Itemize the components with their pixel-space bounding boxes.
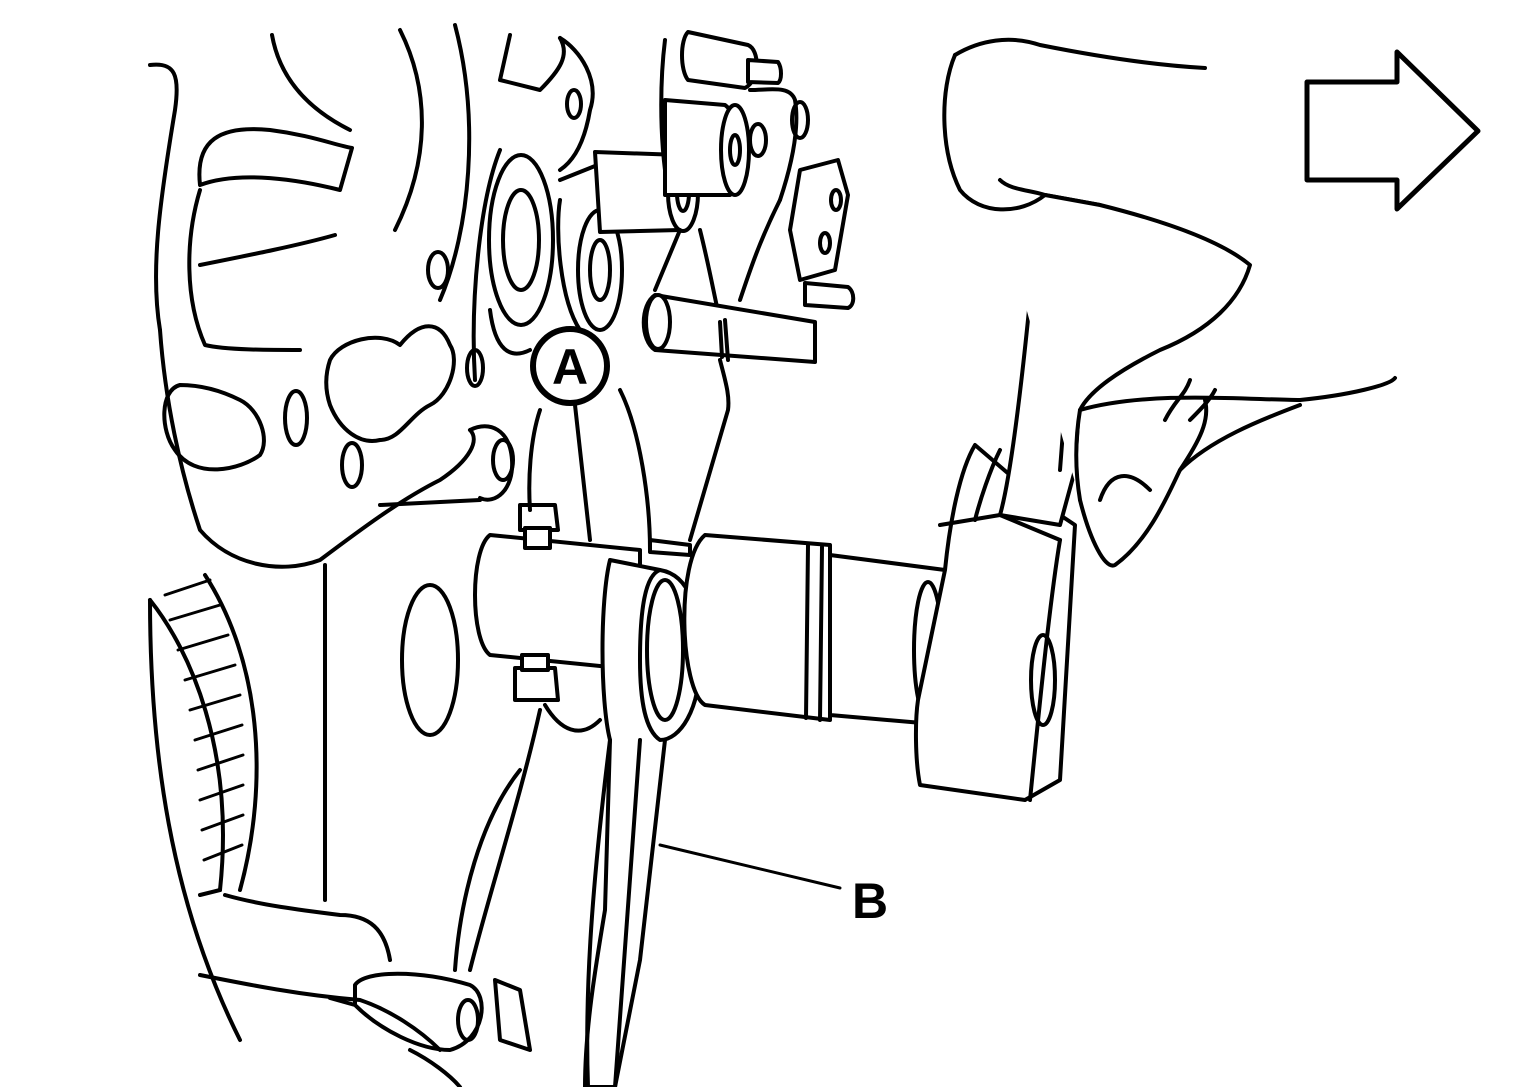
callout-b-label: B xyxy=(852,873,888,929)
wrench-and-hand xyxy=(913,37,1397,802)
right-arrow-outline-icon xyxy=(1304,49,1481,212)
callout-a-label: A xyxy=(552,339,588,395)
callout-b: B xyxy=(658,843,888,929)
bracket-assembly xyxy=(487,30,856,552)
callout-a: A xyxy=(530,326,610,406)
engine-block xyxy=(148,23,595,1087)
shaft-tool xyxy=(400,403,947,1087)
